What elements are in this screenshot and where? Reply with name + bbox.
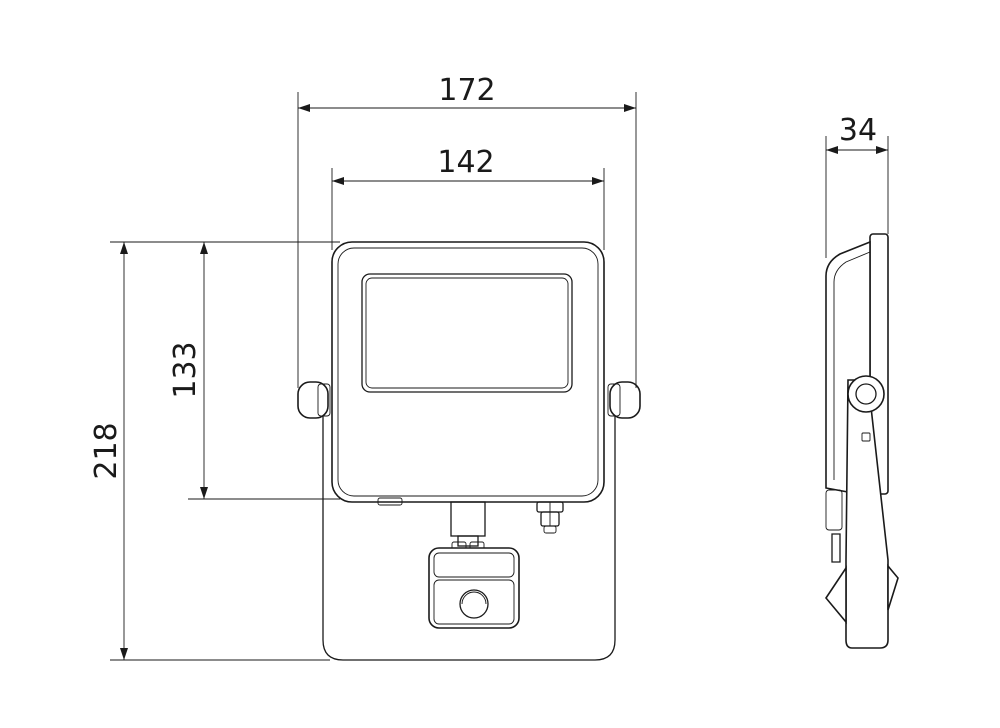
front-view (297, 241, 641, 661)
pivot-knob-right (609, 381, 641, 419)
sensor-stem (450, 501, 486, 551)
housing-outer (331, 241, 605, 503)
dim-overall-width: 172 (297, 73, 637, 388)
pivot-knob-left (297, 381, 329, 419)
side-pivot (847, 375, 885, 413)
dim-label-overall-height: 218 (89, 422, 124, 479)
pir-lens (459, 589, 489, 619)
mounting-bracket (322, 398, 616, 661)
dim-label-overall-width: 172 (438, 73, 495, 108)
housing-inner (337, 247, 599, 497)
cable-gland (536, 501, 564, 534)
dim-depth: 34 (825, 113, 889, 258)
dim-label-depth: 34 (839, 113, 877, 148)
bottom-screw (377, 497, 403, 506)
dim-overall-height: 218 (89, 241, 340, 661)
led-window (361, 273, 573, 393)
dim-body-width: 142 (331, 145, 605, 250)
side-sensor (825, 565, 847, 625)
dim-label-body-width: 142 (437, 145, 494, 180)
dim-label-body-height: 133 (168, 341, 203, 398)
motion-sensor (428, 547, 520, 629)
side-bracket (845, 379, 889, 649)
side-view (825, 233, 899, 649)
dim-body-height: 133 (168, 242, 340, 500)
